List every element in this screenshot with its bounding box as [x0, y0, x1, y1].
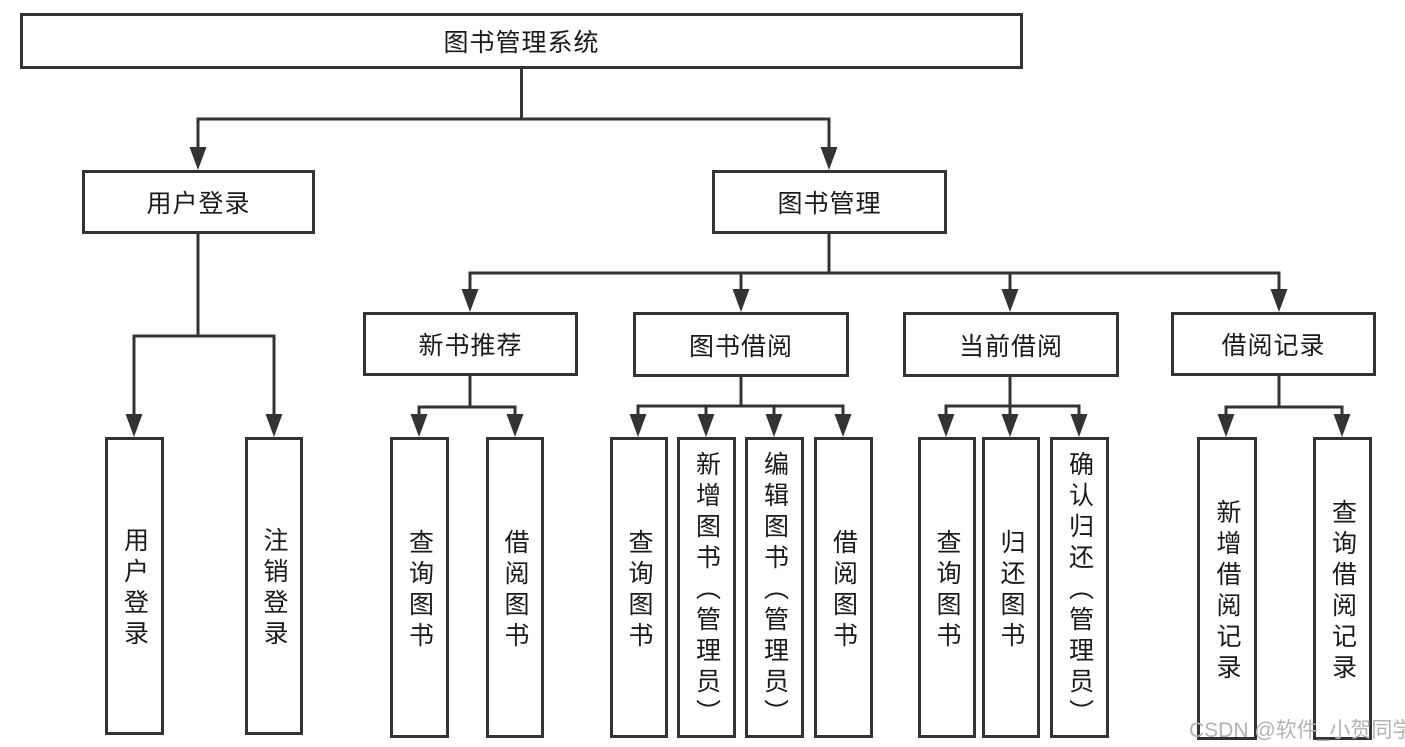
- leaf-label: 查询图书: [933, 528, 961, 653]
- arrowhead: [820, 147, 838, 170]
- leaf-label: 查询借阅记录: [1328, 498, 1357, 685]
- leaf-label: 确认归还（管理员）: [1065, 451, 1094, 730]
- leaf-label: 归还图书: [997, 528, 1025, 653]
- edge-current-borrow-children: [944, 377, 1081, 419]
- edge-book-borrow-children: [636, 377, 845, 419]
- edge-root-to-level2: [196, 68, 831, 152]
- arrowhead: [410, 414, 428, 437]
- arrowhead: [834, 414, 852, 437]
- arrowhead: [506, 414, 524, 437]
- node-user-login: 用户登录: [82, 170, 315, 234]
- edge-new-book-children: [417, 376, 517, 419]
- arrowhead: [1270, 289, 1288, 312]
- node-leaf-return-book: 归还图书: [982, 437, 1040, 738]
- node-new-book: 新书推荐: [363, 312, 578, 376]
- arrowhead: [937, 414, 955, 437]
- leaf-label: 新增图书（管理员）: [692, 451, 721, 730]
- leaf-label: 借阅图书: [501, 528, 529, 653]
- node-leaf-query-book-2: 查询图书: [610, 437, 668, 738]
- node-leaf-user-login: 用户登录: [105, 437, 164, 735]
- leaf-label: 新增借阅记录: [1213, 498, 1241, 685]
- node-book-borrow: 图书借阅: [633, 312, 849, 377]
- csdn-watermark: CSDN @软件_小贺同学: [1189, 719, 1405, 742]
- edge-book-mgmt-level3: [468, 234, 1281, 294]
- leaf-label: 借阅图书: [829, 528, 858, 653]
- node-leaf-borrow-book-1: 借阅图书: [486, 437, 544, 738]
- node-leaf-confirm-return-admin: 确认归还（管理员）: [1050, 437, 1109, 738]
- node-borrow-record: 借阅记录: [1171, 312, 1376, 376]
- node-leaf-query-borrow-record: 查询借阅记录: [1313, 437, 1372, 740]
- arrowhead: [125, 414, 143, 437]
- arrowhead: [1333, 414, 1351, 437]
- node-root: 图书管理系统: [20, 13, 1023, 69]
- leaf-label: 用户登录: [120, 527, 149, 651]
- leaf-label: 编辑图书（管理员）: [760, 451, 789, 730]
- node-leaf-query-book-1: 查询图书: [390, 437, 449, 738]
- arrowhead: [732, 289, 750, 312]
- leaf-label: 查询图书: [625, 528, 653, 653]
- node-current-borrow: 当前借阅: [903, 312, 1119, 377]
- node-leaf-add-book-admin: 新增图书（管理员）: [677, 437, 736, 738]
- leaf-label: 注销登录: [260, 527, 288, 651]
- arrowhead: [1070, 414, 1088, 437]
- arrowhead: [265, 414, 283, 437]
- edge-user-login-children: [132, 233, 276, 419]
- arrowhead: [765, 414, 783, 437]
- arrowhead: [629, 414, 647, 437]
- node-leaf-query-book-3: 查询图书: [918, 437, 976, 738]
- node-leaf-add-borrow-record: 新增借阅记录: [1197, 437, 1257, 740]
- arrowhead: [1217, 414, 1235, 437]
- leaf-label: 查询图书: [405, 528, 434, 653]
- arrowhead: [189, 147, 207, 170]
- node-leaf-edit-book-admin: 编辑图书（管理员）: [745, 437, 804, 738]
- node-leaf-borrow-book-2: 借阅图书: [814, 437, 873, 738]
- arrowhead: [1001, 289, 1019, 312]
- node-book-mgmt: 图书管理: [712, 170, 947, 234]
- arrowhead: [697, 414, 715, 437]
- edge-borrow-record-children: [1224, 376, 1344, 419]
- node-leaf-logout: 注销登录: [245, 437, 303, 735]
- arrowhead: [461, 289, 479, 312]
- arrowhead: [1001, 414, 1019, 437]
